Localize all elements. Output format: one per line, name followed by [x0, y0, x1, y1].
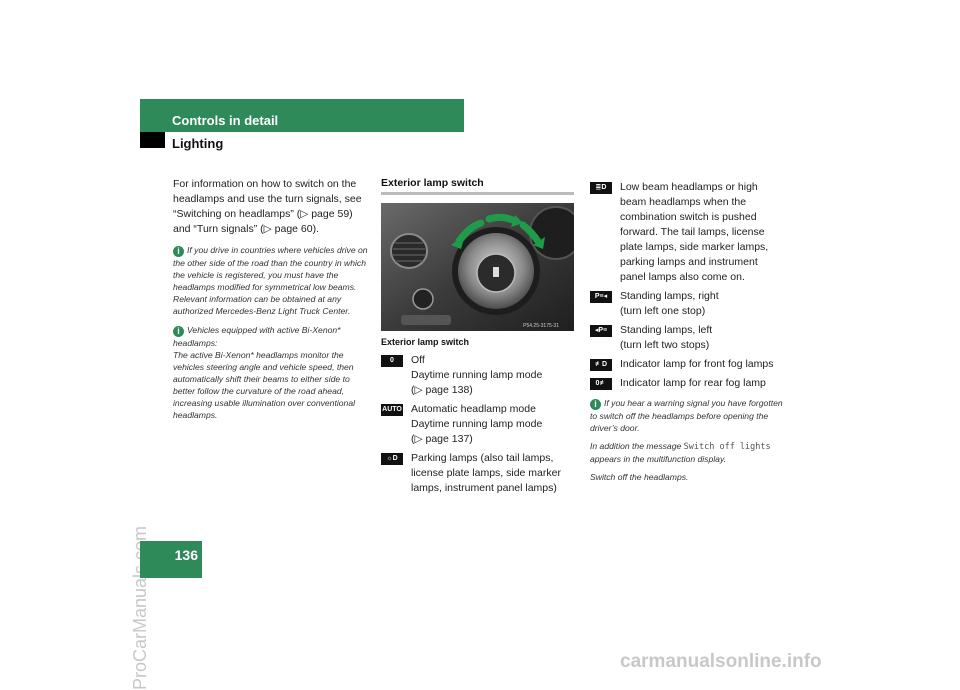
lamp-indicator-item: ≢D Indicator lamp for front fog lamps [590, 357, 783, 372]
message-note: In addition the message Switch off light… [590, 440, 783, 465]
page-number: 136 [174, 547, 198, 563]
column-1: For information on how to switch on the … [173, 177, 368, 421]
lamp-indicator-item: P≡◂ Standing lamps, right(turn left one s… [590, 289, 783, 319]
switch-off-note: Switch off the headlamps. [590, 472, 689, 482]
lamp-indicator-item: ◂P≡ Standing lamps, left(turn left two st… [590, 323, 783, 353]
photo-caption: Exterior lamp switch [381, 337, 470, 347]
photo-code: P54.25-3175-31 [523, 323, 559, 329]
header-marker [140, 132, 165, 148]
lamp-indicator-item-text: Indicator lamp for front fog lamps [620, 358, 774, 370]
lamp-indicator-item: 0≢ Indicator lamp for rear fog lamp [590, 376, 783, 391]
lamp-symbol-icon: ≢D [590, 359, 612, 371]
column-3: ≣D Low beam headlamps or high beam headla… [590, 174, 783, 483]
column-2: Exterior lamp switch [381, 177, 574, 500]
section-title: Controls in detail [172, 113, 279, 128]
lamp-symbol-icon: 0≢ [590, 378, 612, 390]
info-icon: i [173, 246, 184, 257]
info-icon: i [173, 326, 184, 337]
message-note-prefix: In addition the message [590, 441, 682, 451]
exterior-lamp-switch-heading: Exterior lamp switch [381, 177, 574, 195]
message-note-suffix: appears in the multifunction display. [590, 454, 726, 464]
page-number-box [140, 541, 202, 578]
info-icon: i [590, 399, 601, 410]
lamp-symbol-icon: 0 [381, 355, 403, 367]
lamp-indicator-item: ≣D Low beam headlamps or high beam headla… [590, 180, 783, 285]
lamp-indicator-item-text: Standing lamps, left(turn left two stops… [620, 324, 713, 351]
subsection-title: Lighting [172, 136, 224, 151]
lamp-indicator-item-text: Indicator lamp for rear fog lamp [620, 377, 766, 389]
lamp-symbol-icon: ☼D [381, 453, 403, 465]
lamp-symbol-icon: P≡◂ [590, 291, 612, 303]
exterior-lamp-switch-photo: P54.25-3175-31 [381, 203, 574, 331]
header-band [140, 99, 464, 132]
lamp-symbol-icon: AUTO [381, 404, 403, 416]
display-message: Switch off lights [683, 442, 771, 452]
switch-position-item-text: Parking lamps (also tail lamps, license … [411, 452, 561, 494]
note-2-body: The active Bi-Xenon* headlamps monitor t… [173, 350, 356, 420]
lamp-indicator-item-text: Standing lamps, right(turn left one stop… [620, 290, 719, 317]
lamp-indicators-list: ≣D Low beam headlamps or high beam headla… [590, 180, 783, 391]
watermark-bottom: carmanualsonline.info [620, 651, 822, 672]
switch-position-item: ☼D Parking lamps (also tail lamps, licens… [381, 451, 574, 496]
warning-note-line-1: If you hear a warning signal you have fo… [590, 398, 783, 433]
lamp-symbol-icon: ≣D [590, 182, 612, 194]
note-2-title: Vehicles equipped with active Bi-Xenon* … [173, 325, 341, 348]
lamp-switch-illustration: P54.25-3175-31 [381, 203, 574, 331]
lamp-indicator-item-text: Low beam headlamps or high beam headlamp… [620, 181, 769, 283]
lamp-symbol-icon: ◂P≡ [590, 325, 612, 337]
intro-paragraph: For information on how to switch on the … [173, 178, 362, 235]
note-1-text: If you drive in countries where vehicles… [173, 245, 368, 316]
